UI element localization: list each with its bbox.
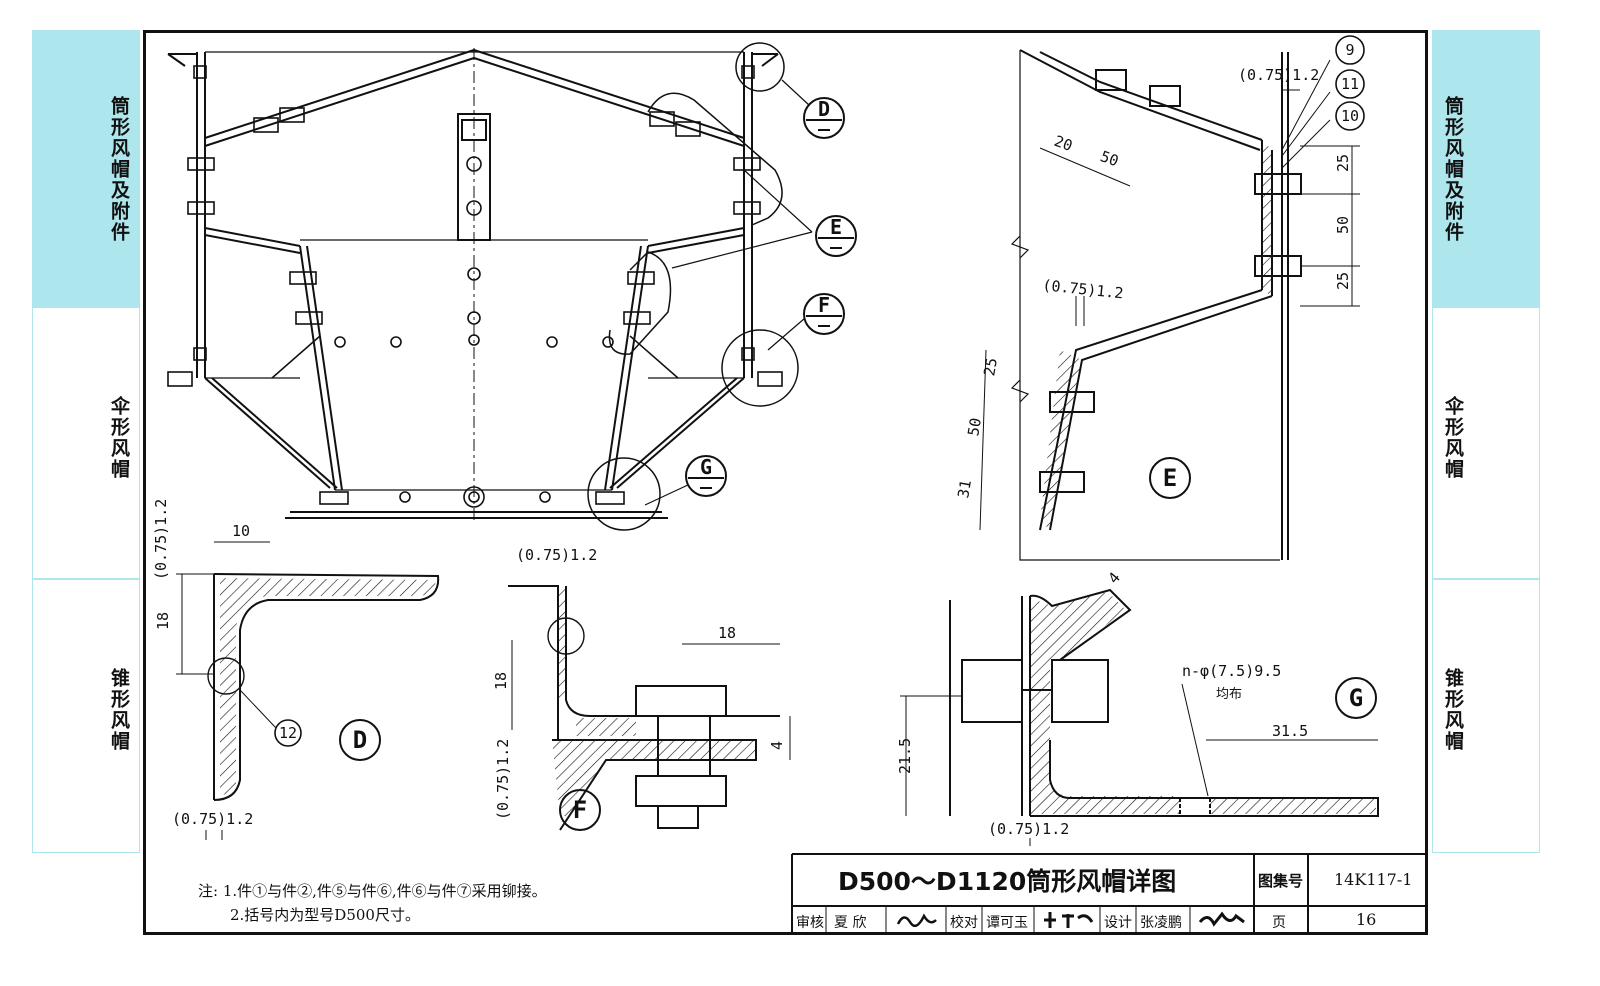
design-label: 设计	[1104, 915, 1132, 931]
dim-f-18-horiz: 18	[718, 624, 736, 642]
detail-label-texts: D E F G E D F G	[353, 97, 1363, 824]
dim-g-315: 31.5	[1272, 722, 1308, 740]
detail-f-title: F	[573, 796, 587, 824]
right-tab-cylindrical[interactable]: 筒形风帽及附件	[1442, 96, 1464, 243]
page-number: 16	[1356, 910, 1377, 929]
check-label: 校对	[950, 915, 978, 931]
part-number-bubbles	[274, 35, 1365, 747]
left-tab-umbrella[interactable]: 伞形风帽	[108, 396, 130, 480]
dim-e-25-left: 25	[980, 356, 1001, 377]
left-tab-conical[interactable]: 锥形风帽	[108, 668, 130, 752]
review-signature	[894, 908, 940, 930]
detail-f-view	[508, 585, 791, 831]
dim-d-thickness-left: (0.75)1.2	[152, 499, 170, 580]
detail-e-title: E	[1163, 464, 1177, 492]
design-signature	[1196, 908, 1248, 930]
dim-e-25-a: 25	[1334, 154, 1352, 172]
dim-e-thickness-top: (0.75)1.2	[1238, 66, 1319, 84]
right-tab-conical[interactable]: 锥形风帽	[1442, 668, 1464, 752]
dim-e-thickness-mid: (0.75)1.2	[1042, 276, 1125, 302]
left-tab-cylindrical[interactable]: 筒形风帽及附件	[108, 96, 130, 243]
dim-f-4: 4	[768, 741, 786, 750]
dim-f-thickness-top: (0.75)1.2	[516, 546, 597, 564]
main-assembly-view	[167, 42, 813, 531]
callout-d-letter: D	[818, 97, 830, 121]
dim-e-20: 20	[1052, 132, 1075, 155]
dim-f-18-vert: 18	[492, 672, 510, 690]
detail-g-title: G	[1349, 684, 1363, 712]
detail-callout-bubbles	[685, 97, 857, 497]
dim-e-50-left: 50	[964, 416, 985, 437]
part-11: 11	[1341, 75, 1359, 93]
right-tab-cell-2	[1433, 308, 1539, 578]
detail-e-dims	[979, 59, 1360, 531]
dim-e-50-right: 50	[1334, 216, 1352, 234]
dim-g-hole-note: 均布	[1216, 687, 1242, 702]
atlas-number: 14K117-1	[1334, 870, 1413, 889]
detail-g-hatch	[1030, 592, 1376, 814]
part-number-texts: 9 11 10 12	[279, 41, 1359, 742]
main-view-bolts	[167, 65, 783, 508]
part-10: 10	[1341, 107, 1359, 125]
callout-g-letter: G	[700, 455, 712, 479]
dim-d-10: 10	[232, 522, 250, 540]
callout-f-letter: F	[818, 293, 830, 317]
page-label: 页	[1272, 915, 1286, 931]
note-line-2: 2.括号内为型号D500尺寸。	[230, 906, 420, 924]
dim-d-thickness-bottom: (0.75)1.2	[172, 810, 253, 828]
detail-f-hatch	[552, 586, 756, 816]
detail-d-hatch	[220, 578, 436, 796]
design-name: 张凌鹏	[1140, 915, 1182, 931]
dim-d-18: 18	[154, 612, 172, 630]
atlas-number-label: 图集号	[1258, 872, 1304, 890]
detail-d-view	[176, 541, 440, 840]
check-signature	[1040, 908, 1096, 930]
drawing-title: D500～D1120筒形风帽详图	[838, 867, 1177, 896]
dimension-texts: (0.75)1.2 20 50 25 50 25 (0.75)1.2 25 50…	[152, 66, 1352, 838]
dim-e-25-b: 25	[1334, 272, 1352, 290]
dim-g-thickness: (0.75)1.2	[988, 820, 1069, 838]
part-12: 12	[279, 724, 297, 742]
left-tab-cell-3	[33, 580, 139, 852]
check-name: 谭可玉	[986, 915, 1028, 931]
dim-f-thickness-left: (0.75)1.2	[494, 739, 512, 820]
review-name: 夏 欣	[834, 915, 867, 931]
note-line-1: 注: 1.件①与件②,件⑤与件⑥,件⑥与件⑦采用铆接。	[198, 882, 547, 900]
callout-dashes	[700, 129, 842, 489]
dim-e-31-left: 31	[954, 478, 975, 499]
left-tab-cell-2	[33, 308, 139, 578]
detail-e-hatch	[1040, 140, 1272, 530]
drawing-frame	[143, 30, 1428, 935]
right-tab-umbrella[interactable]: 伞形风帽	[1442, 396, 1464, 480]
dim-g-hole-spec: n-φ(7.5)9.5	[1182, 662, 1281, 680]
dim-g-215: 21.5	[896, 738, 914, 774]
part-9: 9	[1345, 41, 1354, 59]
review-label: 审核	[796, 915, 824, 931]
detail-d-title: D	[353, 726, 367, 754]
callout-e-letter: E	[830, 215, 842, 239]
dim-e-4: 4	[1104, 569, 1124, 587]
dim-e-50-top: 50	[1098, 147, 1121, 170]
title-block-lines	[791, 853, 1428, 935]
right-tab-cell-3	[1433, 580, 1539, 852]
